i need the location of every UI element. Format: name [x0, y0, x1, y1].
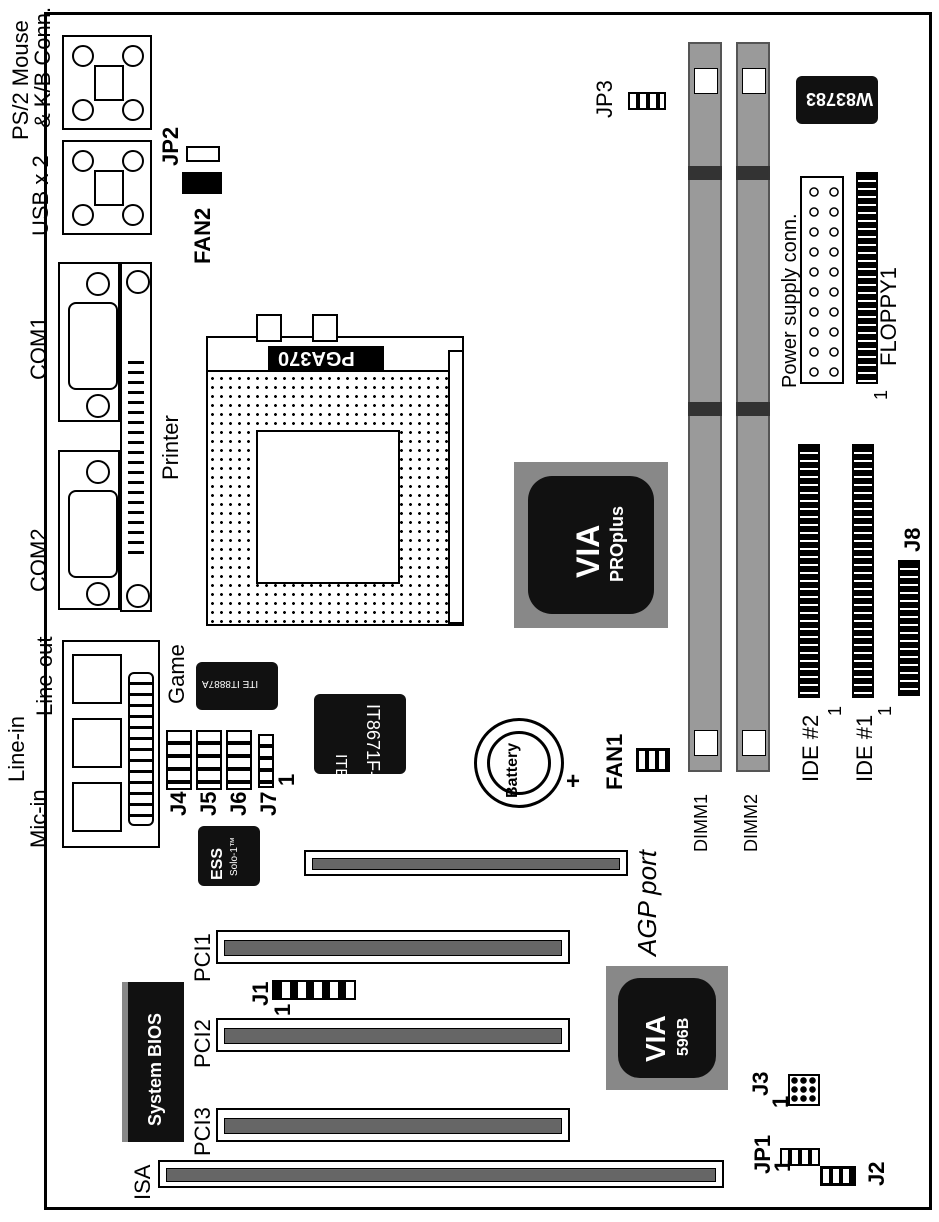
j1-label: J1 [248, 981, 273, 1006]
battery [474, 718, 564, 808]
j1-header [272, 980, 356, 1000]
via-proplus-chip [528, 476, 654, 614]
jp3-label: JP3 [592, 80, 617, 118]
socket-tab-1 [256, 314, 282, 342]
ide2-label: IDE #2 [798, 714, 823, 782]
printer-label: Printer [158, 415, 183, 480]
w83783-chip [796, 76, 878, 124]
fan2-header [182, 172, 222, 194]
pci3-slot [216, 1108, 570, 1142]
ide1-header [852, 444, 874, 698]
pci2-slot [216, 1018, 570, 1052]
jp2-label: JP2 [158, 126, 183, 166]
jp3-header [628, 92, 666, 110]
ite-io-label-2: IT8671F-A [363, 704, 383, 790]
j8-header [898, 560, 920, 696]
jp1-header [780, 1148, 820, 1166]
via-596b-label-1: VIA [640, 1015, 671, 1062]
ide2-header [798, 444, 820, 698]
j7-header [258, 734, 274, 788]
via-proplus-label-2: PROplus [607, 505, 627, 582]
battery-plus: + [566, 768, 581, 795]
printer-connector [120, 262, 152, 612]
via-596b-label-2: 596B [675, 1017, 692, 1056]
com1-connector [58, 262, 120, 422]
via-596b-chip [618, 978, 716, 1078]
ite-io-chip [314, 694, 406, 774]
game-label: Game [164, 644, 189, 704]
usb-label: USB x 2 [28, 155, 53, 236]
j8-label: J8 [900, 527, 925, 552]
floppy-pin1-label: 1 [871, 389, 891, 400]
j2-header [820, 1166, 856, 1186]
ide1-pin1-label: 1 [875, 705, 895, 716]
dimm1-slot [688, 42, 722, 772]
floppy-header [856, 172, 878, 384]
j2-label: J2 [864, 1161, 889, 1186]
motherboard-outline [44, 12, 932, 1210]
j7-pin1-label: 1 [274, 773, 299, 786]
ide1-label: IDE #1 [852, 714, 877, 782]
ess-chip [198, 826, 260, 886]
j6-header [226, 730, 252, 790]
isa-label: ISA [130, 1164, 155, 1200]
pci3-label: PCI3 [190, 1107, 215, 1156]
j4-header [166, 730, 192, 790]
pga370-socket [206, 336, 464, 626]
jp1-pin1-label: 1 [770, 1159, 795, 1172]
battery-label: Battery [504, 742, 521, 798]
j1-pin1-label: 1 [270, 1003, 295, 1016]
w83783-label: W83783 [806, 89, 874, 109]
pci2-label: PCI2 [190, 1019, 215, 1068]
j3-header [788, 1074, 820, 1106]
line-out-label: Line-out [32, 636, 57, 716]
power-supply-label: Power supply conn. [779, 213, 801, 388]
jp2-header [186, 146, 220, 162]
kb-label: & K/B Conn. [30, 6, 55, 128]
pci1-slot [216, 930, 570, 964]
dimm2-slot [736, 42, 770, 772]
j5-header [196, 730, 222, 790]
ite-io-label-1: ITE [332, 754, 349, 779]
j3-pin1-label: 1 [768, 1095, 793, 1108]
usb-connector [62, 140, 152, 235]
ps2-label: PS/2 Mouse [8, 20, 33, 140]
dimm2-label: DIMM2 [741, 794, 761, 852]
com2-connector [58, 450, 120, 610]
j7-label: J7 [256, 791, 281, 816]
ide2-pin1-label: 1 [825, 705, 845, 716]
ite-small-chip: ITE IT8887A [196, 662, 278, 710]
ess-model-label: Solo-1™ [229, 837, 240, 876]
socket-side-bar [448, 350, 464, 624]
via-proplus-label-1: VIA [570, 524, 606, 578]
com1-label: COM1 [26, 316, 51, 380]
audio-connector [62, 640, 160, 848]
fan2-label: FAN2 [190, 207, 215, 264]
fan1-label: FAN1 [602, 733, 627, 790]
isa-slot [158, 1160, 724, 1188]
j5-label: J5 [196, 791, 221, 816]
ess-label: ESS [209, 847, 226, 880]
j3-label: J3 [748, 1071, 773, 1096]
ps2-connector [62, 35, 152, 130]
fan1-header [636, 748, 670, 772]
agp-slot [304, 850, 628, 876]
mic-in-label: Mic-in [26, 789, 51, 848]
power-supply-connector [800, 176, 844, 384]
socket-tab-2 [312, 314, 338, 342]
pga370-label-box [268, 346, 384, 370]
j6-label: J6 [226, 791, 251, 816]
com2-label: COM2 [26, 528, 51, 592]
floppy-label: FLOPPY1 [876, 266, 901, 366]
line-in-label: Line-in [4, 715, 29, 782]
dimm1-label: DIMM1 [691, 794, 711, 852]
system-bios-chip [122, 982, 184, 1142]
agp-label: AGP port [632, 850, 662, 956]
j4-label: J4 [166, 791, 191, 816]
pci1-label: PCI1 [190, 933, 215, 982]
pga370-label: PGA370 [278, 347, 355, 369]
system-bios-label: System BIOS [145, 1012, 165, 1126]
